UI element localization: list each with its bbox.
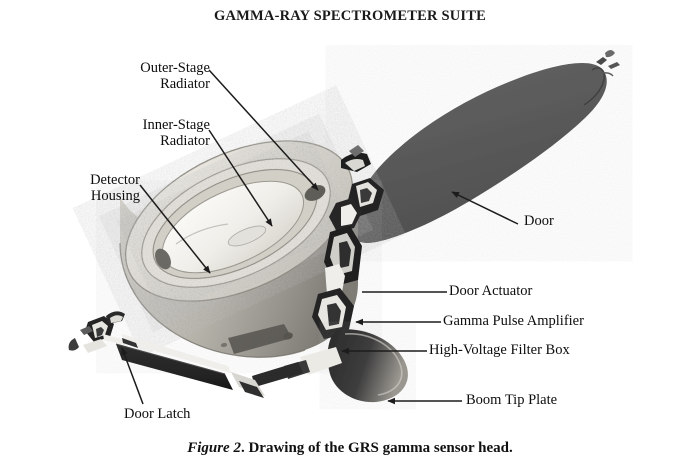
gamma-pulse-amplifier-box [324, 226, 362, 295]
leader-inner-stage-radiator [208, 129, 273, 227]
door-latch-mechanism [68, 311, 138, 353]
figure-caption-text: . Drawing of the GRS gamma sensor head. [240, 440, 513, 456]
leader-door-latch [121, 347, 144, 405]
detector-housing-cylinder [119, 197, 358, 358]
callout-boom-tip-plate: Boom Tip Plate [466, 392, 558, 408]
support-strut [115, 334, 265, 398]
figure-caption: Figure 2. Drawing of the GRS gamma senso… [0, 440, 700, 457]
callout-outer-stage-radiator: Outer-Stage Radiator [140, 60, 210, 93]
boom-tip-plate [228, 324, 408, 403]
callout-door-actuator: Door Actuator [449, 283, 533, 299]
callout-door: Door [524, 213, 554, 229]
high-voltage-filter-box [312, 288, 354, 339]
leader-door [451, 191, 519, 225]
callout-gamma-pulse-amplifier: Gamma Pulse Amplifier [443, 313, 584, 329]
door-hinge-bracket [596, 50, 620, 77]
inner-stage-radiator-ring [141, 158, 331, 288]
figure-caption-number: Figure 2 [187, 440, 241, 456]
callout-high-voltage-filter-box: High-Voltage Filter Box [429, 342, 570, 358]
callout-door-latch: Door Latch [124, 406, 191, 422]
callout-detector-housing: Detector Housing [90, 172, 140, 205]
leader-outer-stage-radiator [208, 69, 319, 191]
callout-inner-stage-radiator: Inner-Stage Radiator [142, 117, 210, 150]
leader-detector-housing [139, 184, 211, 274]
figure-title: GAMMA-RAY SPECTROMETER SUITE [214, 8, 486, 24]
inner-cavity [155, 180, 326, 274]
door-actuator-assembly [329, 145, 384, 232]
